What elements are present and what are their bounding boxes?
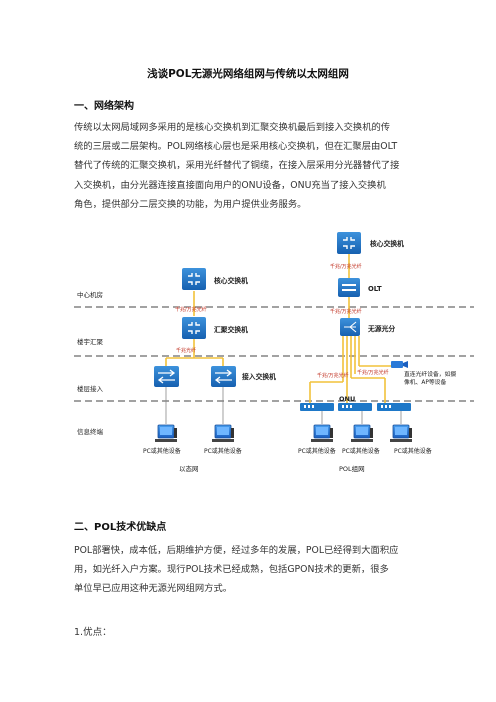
onu-icon bbox=[300, 403, 334, 411]
ethernet-caption: 以态网 bbox=[179, 464, 199, 473]
onu-label: ONU bbox=[339, 395, 355, 403]
ethernet-copper bbox=[165, 386, 224, 424]
direct-device-label: 直连光纤设备，如摄 像机、AP等设备 bbox=[404, 370, 458, 386]
pc-icon bbox=[350, 424, 374, 443]
link-label: 千兆/万兆光纤 bbox=[357, 369, 389, 376]
pol-caption: POL组网 bbox=[339, 464, 365, 473]
pc-icon bbox=[310, 424, 334, 443]
olt-icon bbox=[338, 278, 360, 297]
access-switch-label: 接入交换机 bbox=[242, 372, 276, 381]
section2-paragraph: POL部署快，成本低，后期维护方便，经过多年的发展，POL已经得到大面积应 用，… bbox=[74, 541, 426, 599]
link-label: 千兆/万兆光纤 bbox=[175, 306, 207, 313]
core-switch-icon bbox=[182, 268, 206, 290]
link-label: 千兆光纤 bbox=[176, 347, 196, 354]
layer-label-center: 中心机房 bbox=[77, 290, 103, 299]
pol-copper bbox=[321, 411, 402, 424]
aggregation-switch-icon bbox=[182, 317, 206, 339]
access-switch-icon bbox=[211, 366, 236, 387]
pc-label: PC或其他设备 bbox=[143, 447, 181, 455]
section1-heading: 一、网络架构 bbox=[74, 101, 134, 112]
pol-core-switch-icon bbox=[337, 232, 361, 254]
paragraph-line: 替代了传统的汇聚交换机，采用光纤替代了铜缆，在接入层采用分光器替代了接 bbox=[74, 160, 400, 172]
link-label: 千兆/万兆光纤 bbox=[330, 308, 362, 315]
layer-label-floor: 楼层接入 bbox=[77, 384, 104, 393]
core-switch-label: 核心交换机 bbox=[214, 276, 248, 285]
paragraph-line: POL部署快，成本低，后期维护方便，经过多年的发展，POL已经得到大面积应 bbox=[74, 545, 399, 556]
layer-label-terminal: 信息终端 bbox=[77, 427, 104, 436]
advantages-label: 1.优点： bbox=[74, 627, 112, 638]
pc-icon bbox=[154, 424, 178, 443]
camera-icon bbox=[391, 361, 408, 368]
onu-icon bbox=[338, 403, 372, 411]
pc-label: PC或其他设备 bbox=[298, 447, 336, 455]
link-label: 千兆/万兆光纤 bbox=[317, 372, 349, 379]
aggregation-switch-label: 汇聚交换机 bbox=[214, 325, 248, 334]
document-title: 浅谈POL无源光网络组网与传统以太网组网 bbox=[147, 68, 349, 80]
olt-label: OLT bbox=[368, 285, 382, 293]
section2-heading: 二、POL技术优缺点 bbox=[74, 522, 167, 533]
onu-icon bbox=[377, 403, 411, 411]
paragraph-line: 用，如光纤入户方案。现行POL技术已经成熟，包括GPON技术的更新，很多 bbox=[74, 564, 389, 576]
pc-label: PC或其他设备 bbox=[342, 447, 380, 455]
layer-label-building: 楼宇汇聚 bbox=[77, 337, 104, 346]
paragraph-line: 传统以太网局域网多采用的是核心交换机到汇聚交换机最后到接入交换机的传 bbox=[74, 122, 391, 133]
splitter-icon bbox=[340, 318, 360, 336]
link-label: 千兆/万兆光纤 bbox=[330, 263, 362, 270]
pc-label: PC或其他设备 bbox=[204, 447, 242, 455]
pol-core-switch-label: 核心交换机 bbox=[370, 239, 404, 248]
splitter-label: 无源光分 bbox=[367, 324, 395, 333]
pc-label: PC或其他设备 bbox=[394, 447, 432, 455]
paragraph-line: 入交换机，由分光器连接直接面向用户的ONU设备，ONU充当了接入交换机 bbox=[74, 179, 386, 191]
section1-paragraph: 传统以太网局域网多采用的是核心交换机到汇聚交换机最后到接入交换机的传 统的三层或… bbox=[74, 118, 426, 214]
layer-separators bbox=[74, 306, 474, 402]
access-switch-icon bbox=[154, 366, 179, 387]
paragraph-line: 角色，提供部分二层交换的功能，为用户提供业务服务。 bbox=[74, 198, 307, 210]
pc-icon bbox=[211, 424, 235, 443]
paragraph-line: 统的三层或二层架构。POL网络核心层也是采用核心交换机，但在汇聚层由OLT bbox=[74, 141, 398, 153]
pol-fiber-links bbox=[309, 254, 392, 403]
paragraph-line: 单位早已应用这种无源光网组网方式。 bbox=[74, 583, 233, 595]
pc-icon bbox=[389, 424, 413, 443]
